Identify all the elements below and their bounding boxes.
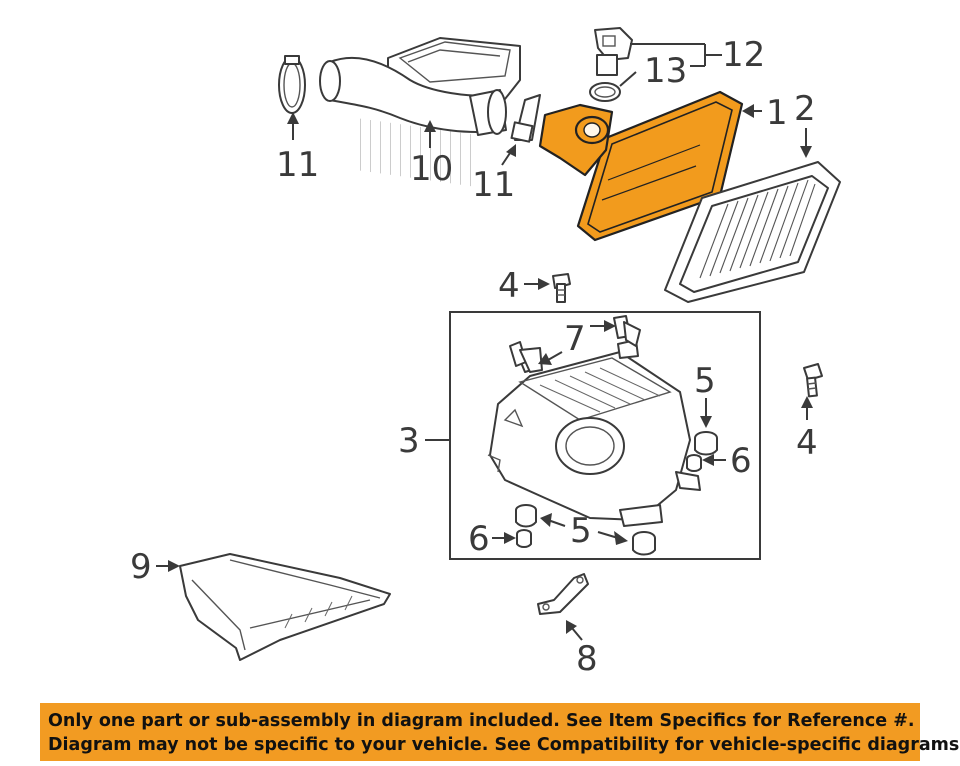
callout-11-right: 11: [472, 165, 515, 205]
leader-5-upper: [700, 398, 712, 428]
callout-1: 1: [766, 93, 788, 133]
airflow-sensor: [594, 27, 633, 76]
intake-duct: [319, 37, 521, 188]
mounting-bracket: [537, 573, 589, 615]
leader-11-right: [501, 144, 516, 166]
leader-10: [424, 120, 436, 148]
grommet-lower-right: [632, 531, 656, 556]
disclaimer-line-1: Only one part or sub-assembly in diagram…: [48, 711, 915, 731]
callout-11-left: 11: [276, 145, 319, 185]
leader-8: [566, 620, 583, 641]
air-deflector: [179, 553, 391, 661]
callout-8: 8: [576, 639, 598, 679]
callout-12: 12: [722, 35, 765, 75]
housing-clip-right: [613, 315, 641, 347]
leader-7: [538, 320, 616, 365]
leader-12: [630, 43, 722, 67]
callout-3: 3: [398, 421, 420, 461]
bolt-right: [803, 363, 823, 398]
hose-clamp-left: [278, 55, 306, 114]
callout-6-upper: 6: [730, 441, 752, 481]
disclaimer-line-2: Diagram may not be specific to your vehi…: [48, 735, 960, 755]
callout-4-right: 4: [796, 423, 818, 463]
parts-diagram: 11 10 11: [130, 27, 841, 679]
leader-13: [619, 71, 637, 87]
leader-9: [156, 560, 180, 572]
bolt-upper: [552, 273, 571, 303]
housing-frame: [449, 311, 761, 560]
air-cleaner-cover-highlighted: [538, 90, 744, 242]
leader-6-lower: [492, 532, 516, 544]
air-filter-element: [664, 161, 841, 303]
grommet-upper: [694, 431, 718, 456]
callout-10: 10: [410, 149, 453, 189]
leader-2: [800, 128, 812, 158]
leader-6-upper: [702, 454, 726, 466]
bushing-upper: [686, 454, 702, 472]
callout-7: 7: [564, 319, 586, 359]
air-cleaner-housing: [487, 339, 701, 527]
callout-4-upper: 4: [498, 266, 520, 306]
disclaimer-banner: Only one part or sub-assembly in diagram…: [40, 703, 960, 761]
housing-clip-left: [509, 341, 543, 373]
callout-6-lower: 6: [468, 519, 490, 559]
callout-13: 13: [644, 51, 687, 91]
leader-4-upper: [524, 278, 550, 290]
callout-9: 9: [130, 547, 152, 587]
callout-2: 2: [794, 89, 816, 129]
hose-clamp-right: [510, 94, 541, 143]
leader-5-lower: [540, 513, 628, 545]
leader-4-right: [801, 396, 813, 420]
grommet-lower-left: [515, 504, 537, 528]
callout-5-lower: 5: [570, 511, 592, 551]
bushing-lower: [516, 529, 532, 548]
leader-11-left: [287, 112, 299, 140]
callout-5-upper: 5: [694, 361, 716, 401]
sensor-o-ring: [589, 82, 621, 102]
leader-1: [742, 104, 762, 118]
